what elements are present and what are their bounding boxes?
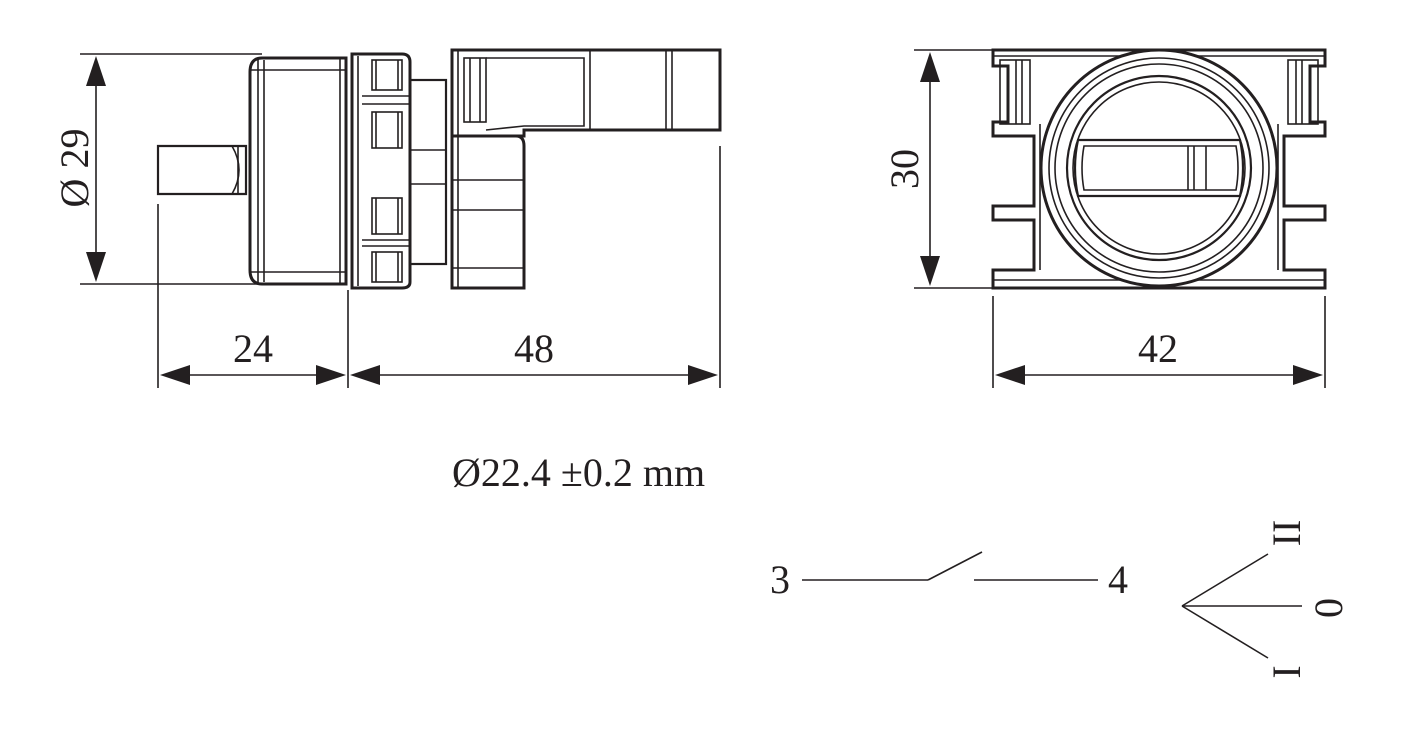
body-neck xyxy=(408,78,448,266)
terminal-housing xyxy=(450,134,526,290)
diameter-dimension: Ø 29 xyxy=(52,53,262,285)
selector-handle xyxy=(1073,138,1245,198)
actuator-knob xyxy=(156,144,248,196)
position-diagram: II 0 I xyxy=(1181,520,1351,679)
diameter-label: Ø 29 xyxy=(52,129,97,208)
depth-body-label: 48 xyxy=(514,326,554,371)
position-two-label: II xyxy=(1264,520,1309,547)
contact-schematic: 3 4 xyxy=(770,551,1128,602)
side-view: Ø 29 24 48 xyxy=(52,48,722,388)
mounting-hole-note: Ø22.4 ±0.2 mm xyxy=(452,450,705,495)
width-dimension: 42 xyxy=(992,296,1326,388)
locking-nut xyxy=(350,52,412,290)
depth-front-label: 24 xyxy=(233,326,273,371)
height-dimension: 30 xyxy=(882,49,1008,289)
front-view: 30 42 xyxy=(882,48,1327,388)
length-dimension: 24 48 xyxy=(157,146,721,388)
position-one-label: I xyxy=(1264,665,1309,678)
width-label: 42 xyxy=(1138,326,1178,371)
height-label: 30 xyxy=(882,149,927,189)
front-bezel xyxy=(248,56,348,286)
terminal-right-label: 4 xyxy=(1108,557,1128,602)
contact-block xyxy=(450,48,722,138)
front-bezel-rings xyxy=(1039,48,1279,288)
terminal-left-label: 3 xyxy=(770,557,790,602)
position-zero-label: 0 xyxy=(1306,598,1351,618)
